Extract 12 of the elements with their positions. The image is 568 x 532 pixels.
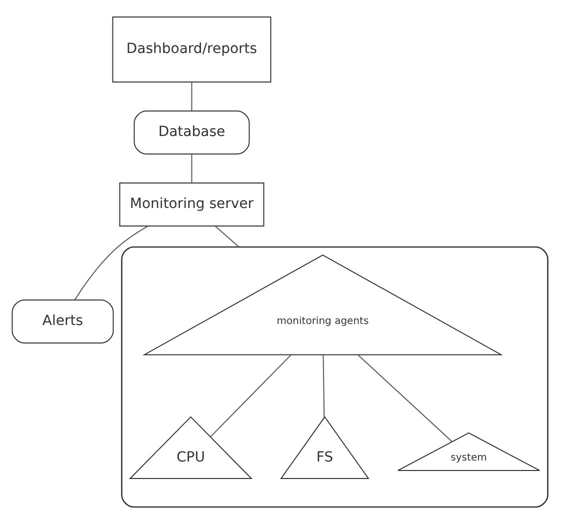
connector: [191, 154, 192, 184]
cluster: [121, 246, 548, 508]
node-box: Alerts: [12, 300, 114, 344]
connector: [358, 354, 453, 442]
connector: [210, 354, 292, 438]
connector: [74, 226, 148, 300]
node-box: Dashboard/reports: [112, 16, 272, 82]
connector: [214, 226, 240, 248]
node-box: Database: [134, 110, 250, 154]
connector: [322, 354, 325, 418]
node-box: Monitoring server: [119, 182, 264, 227]
connector: [191, 82, 192, 112]
